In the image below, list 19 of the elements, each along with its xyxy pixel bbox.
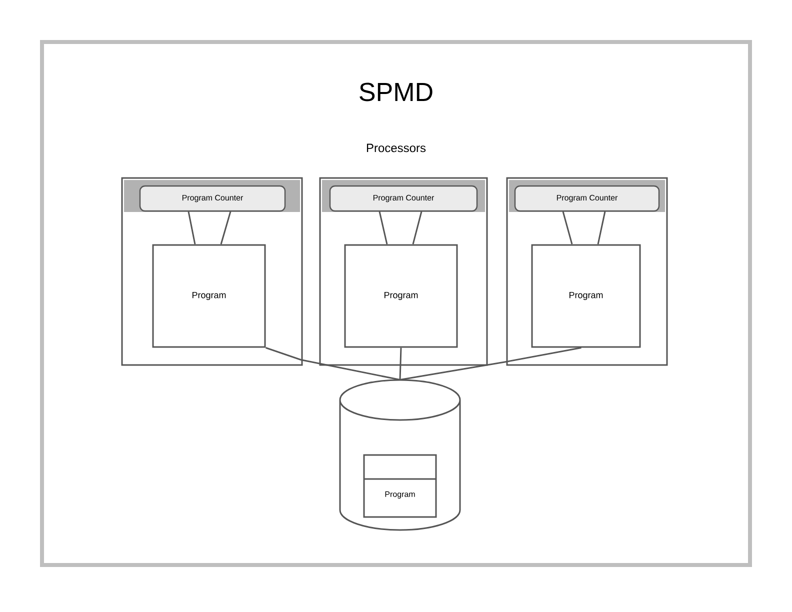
- connector-line: [188, 211, 196, 244]
- counter-box: Program Counter: [514, 185, 660, 212]
- slide-title: SPMD: [360, 82, 432, 102]
- connector-line: [220, 211, 232, 244]
- connector-line: [399, 348, 402, 380]
- counter-box: Program Counter: [139, 185, 286, 212]
- storage-cylinder: [339, 379, 461, 531]
- connector-line: [378, 211, 388, 244]
- program-box: Program: [531, 244, 641, 348]
- program-box: Program: [152, 244, 266, 348]
- connector-line: [266, 347, 400, 381]
- connector-line: [597, 211, 606, 244]
- connector-line: [412, 211, 422, 244]
- connector-line: [562, 211, 573, 244]
- program-box: Program: [363, 454, 437, 518]
- connector-line: [400, 347, 582, 381]
- section-label: Processors: [366, 144, 426, 152]
- program-box: Program: [344, 244, 458, 348]
- counter-box: Program Counter: [329, 185, 478, 212]
